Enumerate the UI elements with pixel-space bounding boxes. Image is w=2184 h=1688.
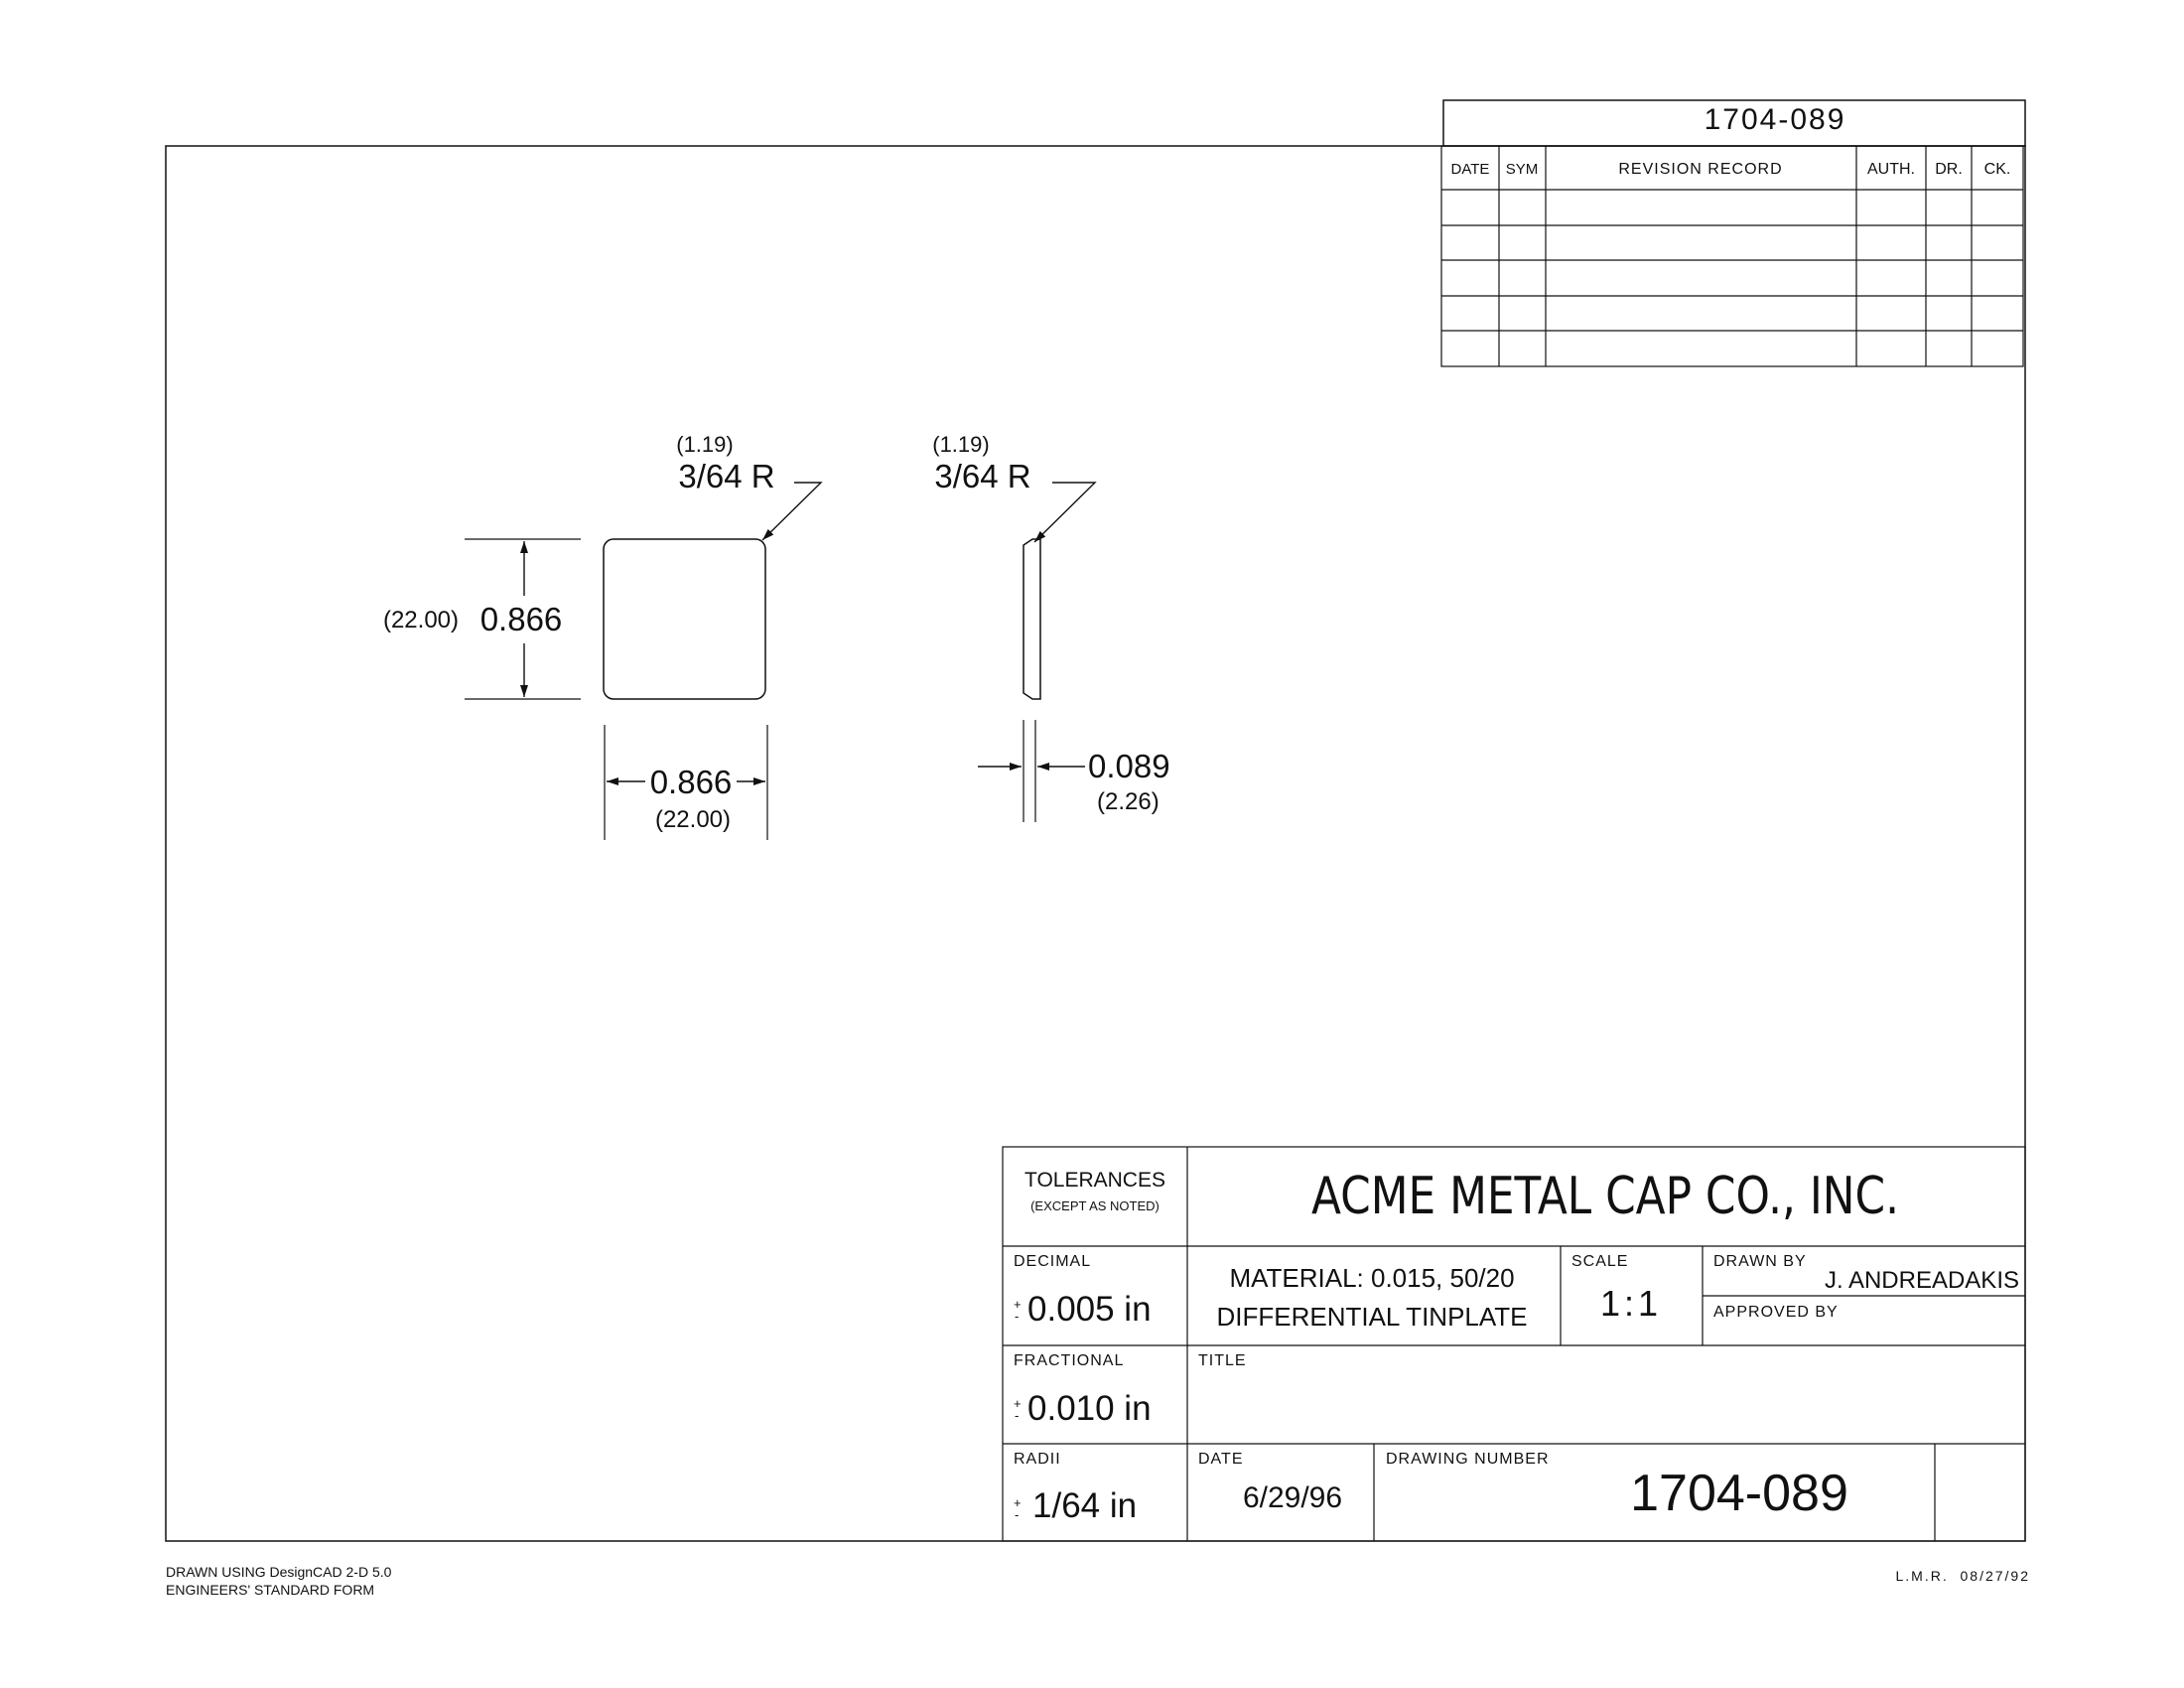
revision-table <box>1440 145 2024 367</box>
drawn-by-label: DRAWN BY <box>1713 1253 1807 1270</box>
fractional-pm-plus: + <box>1014 1396 1022 1411</box>
rev-header-record: REVISION RECORD <box>1618 161 1782 178</box>
rev-header-dr: DR. <box>1935 161 1963 178</box>
front-view-square <box>603 538 766 700</box>
footer: DRAWN USING DesignCAD 2-D 5.0 ENGINEERS'… <box>166 1564 2030 1598</box>
drawing-number-value: 1704-089 <box>1630 1465 1848 1522</box>
approved-by-label: APPROVED BY <box>1713 1304 1839 1321</box>
revision-table-headers: DATE SYM REVISION RECORD AUTH. DR. CK. <box>1451 161 2011 178</box>
front-radius-leader <box>761 482 823 541</box>
front-radius-metric: (1.19) <box>676 432 733 457</box>
front-height-label: 0.866 <box>480 601 563 637</box>
side-radius-metric: (1.19) <box>932 432 989 457</box>
radii-value: 1/64 in <box>1032 1486 1137 1525</box>
footer-right: L.M.R. 08/27/92 <box>1895 1568 2030 1584</box>
drawn-by-value: J. ANDREADAKIS <box>1825 1267 2019 1294</box>
drawing-border <box>165 145 2026 1542</box>
fractional-value: 0.010 in <box>1027 1389 1152 1428</box>
decimal-label: DECIMAL <box>1014 1253 1091 1270</box>
except-note: (EXCEPT AS NOTED) <box>1030 1198 1160 1213</box>
footer-line1: DRAWN USING DesignCAD 2-D 5.0 <box>166 1564 392 1580</box>
radii-pm-plus: + <box>1014 1495 1022 1510</box>
rev-header-ck: CK. <box>1984 161 2011 178</box>
material-line2: DIFFERENTIAL TINPLATE <box>1216 1302 1527 1332</box>
top-drawing-number: 1704-089 <box>1705 103 1846 136</box>
front-width-label: 0.866 <box>650 764 733 800</box>
top-number-box: 1704-089 <box>1442 99 2026 147</box>
material-line1: MATERIAL: 0.015, 50/20 <box>1229 1263 1514 1293</box>
fractional-pm-minus: - <box>1015 1408 1019 1423</box>
title-block <box>1002 1146 2026 1542</box>
date-label: DATE <box>1198 1451 1243 1468</box>
front-radius-label: 3/64 R <box>678 458 774 494</box>
decimal-pm-plus: + <box>1014 1297 1022 1312</box>
side-radius-leader <box>1033 482 1097 543</box>
radii-pm-minus: - <box>1015 1507 1019 1522</box>
decimal-pm-minus: - <box>1015 1309 1019 1324</box>
scale-value: 1:1 <box>1600 1283 1662 1324</box>
rev-header-auth: AUTH. <box>1867 161 1915 178</box>
radii-label: RADII <box>1014 1451 1061 1468</box>
tolerances-label: TOLERANCES <box>1024 1169 1165 1192</box>
footer-line2: ENGINEERS' STANDARD FORM <box>166 1582 374 1598</box>
title-label: TITLE <box>1198 1352 1247 1369</box>
drawing-number-label: DRAWING NUMBER <box>1386 1451 1550 1468</box>
date-value: 6/29/96 <box>1243 1481 1342 1514</box>
rev-header-date: DATE <box>1451 161 1490 178</box>
decimal-value: 0.005 in <box>1027 1290 1152 1329</box>
title-block-text: TOLERANCES (EXCEPT AS NOTED) ACME METAL … <box>1014 1167 2019 1525</box>
side-thickness-label: 0.089 <box>1088 748 1170 784</box>
front-height-metric: (22.00) <box>383 607 459 633</box>
company-name: ACME METAL CAP CO., INC. <box>1311 1167 1899 1226</box>
side-view: (1.19) 3/64 R 0.089 (2.26) <box>932 432 1170 822</box>
side-view-profile <box>1023 538 1041 700</box>
scale-label: SCALE <box>1571 1253 1628 1270</box>
fractional-label: FRACTIONAL <box>1014 1352 1124 1369</box>
side-thickness-metric: (2.26) <box>1097 788 1160 815</box>
rev-header-sym: SYM <box>1506 161 1539 178</box>
front-view: (1.19) 3/64 R (22.00) 0.866 0.866 (22.00… <box>383 432 823 840</box>
side-radius-label: 3/64 R <box>934 458 1030 494</box>
front-width-metric: (22.00) <box>655 806 731 833</box>
